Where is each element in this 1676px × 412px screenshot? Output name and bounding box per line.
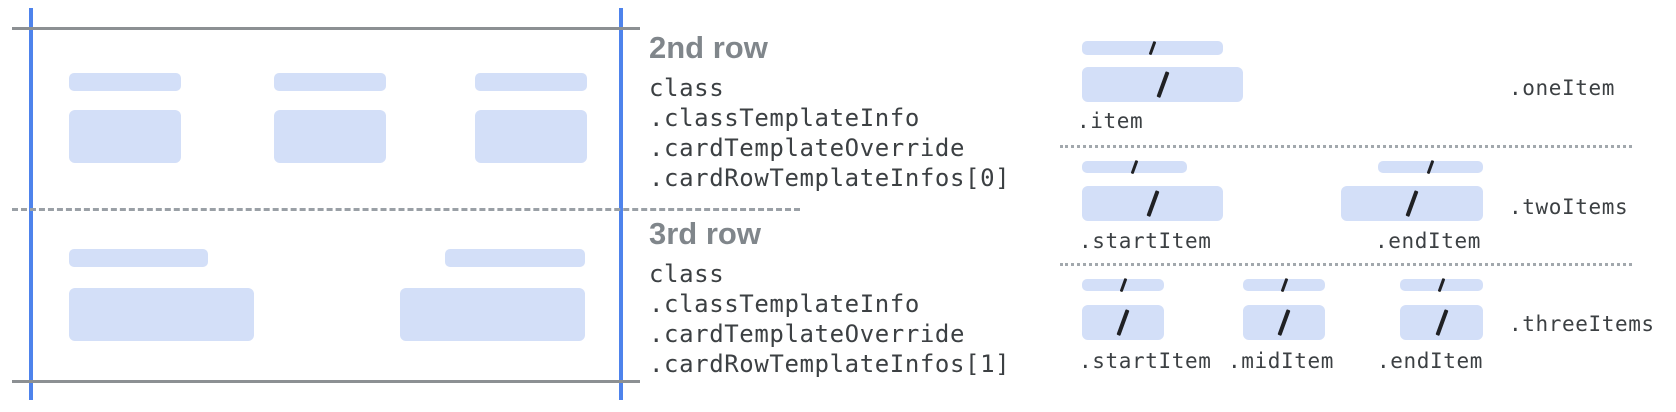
- api-path-line: .cardTemplateOverride: [649, 320, 966, 348]
- item-label-placeholder: [1243, 277, 1325, 293]
- item-field-label: .endItem: [1377, 349, 1483, 373]
- card-left-guide-line: [29, 8, 33, 400]
- item-label-placeholder: [1082, 40, 1223, 56]
- variant-divider-dotted-line: [1060, 145, 1632, 148]
- row-divider-dashed-line: [12, 208, 800, 211]
- api-path-line: .classTemplateInfo: [649, 290, 920, 318]
- field-value-placeholder: [69, 110, 181, 163]
- item-field-label: .item: [1077, 109, 1144, 133]
- second-row-annotation: 2nd row class .classTemplateInfo .cardTe…: [649, 30, 1069, 193]
- card-top-edge-line: [12, 27, 640, 30]
- row-heading: 3rd row: [649, 216, 761, 251]
- item-field-label: .endItem: [1375, 229, 1481, 253]
- slash-icon: [1148, 40, 1157, 56]
- card-bottom-edge-line: [12, 380, 640, 383]
- field-value-placeholder: [69, 288, 254, 341]
- field-label-placeholder: [69, 73, 181, 91]
- card-right-guide-line: [619, 8, 623, 400]
- field-value-placeholder: [475, 110, 587, 163]
- item-value-placeholder: [1082, 186, 1223, 221]
- slash-icon: [1435, 309, 1448, 336]
- item-value-placeholder: [1243, 305, 1325, 340]
- variant-label: .oneItem: [1509, 76, 1615, 100]
- item-value-placeholder: [1341, 186, 1483, 221]
- slash-icon: [1130, 159, 1139, 175]
- field-label-placeholder: [69, 249, 208, 267]
- field-label-placeholder: [274, 73, 386, 91]
- third-row-annotation: 3rd row class .classTemplateInfo .cardTe…: [649, 216, 1069, 379]
- api-path-line: class: [649, 74, 725, 102]
- item-value-placeholder: [1400, 305, 1483, 340]
- item-field-label: .startItem: [1079, 229, 1212, 253]
- slash-icon: [1116, 309, 1130, 336]
- slash-icon: [1437, 277, 1446, 293]
- item-value-placeholder: [1082, 67, 1243, 102]
- variant-label: .twoItems: [1509, 195, 1629, 219]
- row-heading: 2nd row: [649, 30, 768, 65]
- slash-icon: [1426, 159, 1435, 175]
- item-label-placeholder: [1082, 159, 1187, 175]
- slash-icon: [1119, 277, 1127, 293]
- item-value-placeholder: [1082, 305, 1164, 340]
- slash-icon: [1277, 309, 1291, 336]
- api-path-line: .cardRowTemplateInfos[1]: [649, 350, 1011, 378]
- variant-label: .threeItems: [1509, 312, 1655, 336]
- item-field-label: .midItem: [1228, 349, 1334, 373]
- field-value-placeholder: [274, 110, 386, 163]
- api-path-line: .classTemplateInfo: [649, 104, 920, 132]
- api-path-line: class: [649, 260, 725, 288]
- variant-divider-dotted-line: [1060, 263, 1632, 266]
- slash-icon: [1405, 190, 1419, 217]
- slash-icon: [1156, 71, 1169, 98]
- field-value-placeholder: [400, 288, 585, 341]
- slash-icon: [1280, 277, 1288, 293]
- api-path-line: .cardRowTemplateInfos[0]: [649, 164, 1011, 192]
- field-label-placeholder: [475, 73, 587, 91]
- slash-icon: [1146, 190, 1159, 217]
- field-label-placeholder: [445, 249, 585, 267]
- item-field-label: .startItem: [1079, 349, 1212, 373]
- item-label-placeholder: [1400, 277, 1483, 293]
- item-label-placeholder: [1378, 159, 1483, 175]
- item-label-placeholder: [1082, 277, 1164, 293]
- api-path-line: .cardTemplateOverride: [649, 134, 966, 162]
